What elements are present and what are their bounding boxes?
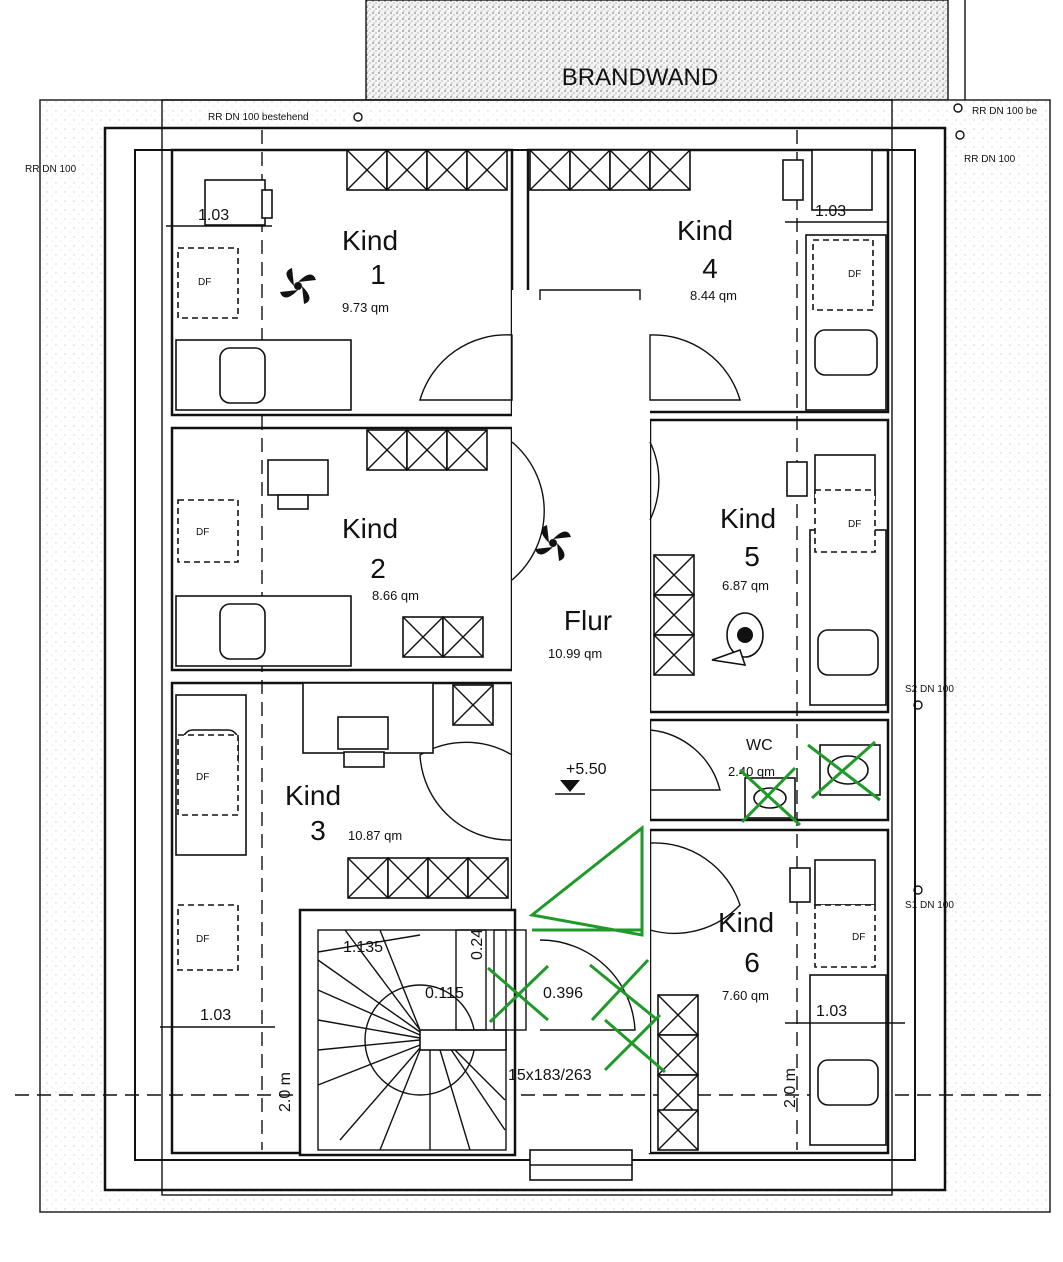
roof-windows: DF DF DF DF DF DF DF	[177, 239, 876, 971]
df-label-1: DF	[198, 277, 211, 288]
room-kind2-number: 2	[370, 553, 386, 584]
df-label-3: DF	[196, 772, 209, 783]
dim-height-left: 2.0 m	[277, 1072, 294, 1112]
dim-kind1-width: 1.03	[198, 207, 229, 224]
dim-024: 0.24	[469, 929, 486, 960]
room-kind5-number: 5	[744, 541, 760, 572]
ceiling-fan-icon	[535, 525, 571, 561]
dim-kind3-width: 1.03	[200, 1007, 231, 1024]
pipe-label-s1: S1 DN 100	[905, 900, 954, 911]
df-label-7: DF	[852, 932, 865, 943]
room-kind5-name: Kind	[720, 503, 776, 534]
pipe-label-rr-right-top: RR DN 100 be	[972, 106, 1037, 117]
dim-height-right: 2.0 m	[782, 1068, 799, 1108]
room-flur-area: 10.99 qm	[548, 646, 602, 661]
firewall: BRANDWAND	[365, 0, 949, 101]
room-kind4-area: 8.44 qm	[690, 288, 737, 303]
beds	[175, 234, 887, 1146]
stair-spec: 15x183/263	[508, 1067, 592, 1084]
firewall-label: BRANDWAND	[562, 64, 718, 91]
staircase	[298, 908, 636, 1181]
room-kind2-name: Kind	[342, 513, 398, 544]
room-kind4-number: 4	[702, 253, 718, 284]
roof-edge-line	[161, 99, 893, 1196]
dim-kind6-width: 1.03	[816, 1003, 847, 1020]
level-value: +5.50	[566, 761, 607, 778]
level-marker: +5.50	[555, 761, 607, 795]
pipe-label-s2: S2 DN 100	[905, 684, 954, 695]
df-label-4: DF	[196, 934, 209, 945]
room-kind1-name: Kind	[342, 225, 398, 256]
room-kind4-name: Kind	[677, 215, 733, 246]
df-label-6: DF	[848, 519, 861, 530]
room-kind3-area: 10.87 qm	[348, 828, 402, 843]
df-label-5: DF	[848, 269, 861, 280]
dim-0396: 0.396	[543, 985, 583, 1002]
pipe-label-rr-top: RR DN 100 bestehend	[208, 112, 309, 123]
door-arcs	[419, 289, 741, 935]
room-kind1-area: 9.73 qm	[342, 300, 389, 315]
room-kind3-name: Kind	[285, 780, 341, 811]
dim-kind4-width: 1.03	[815, 203, 846, 220]
ceiling-fan-icon	[280, 268, 316, 304]
room-kind3-number: 3	[310, 815, 326, 846]
room-kind1-number: 1	[370, 259, 386, 290]
pipe-label-rr-right: RR DN 100	[964, 154, 1016, 165]
room-wc-name: WC	[746, 737, 773, 754]
room-wc-area: 2.40 qm	[728, 764, 775, 779]
room-kind6-number: 6	[744, 947, 760, 978]
dim-0115: 0.115	[425, 985, 464, 1002]
markup-annotations	[487, 740, 881, 1074]
room-labels: Kind 1 9.73 qm Kind 2 8.66 qm Kind 3 10.…	[285, 215, 776, 1003]
dimensions: 1.03 1.03 1.03 1.03 2.0 m 2.0 m 1.135 0.…	[160, 203, 905, 1112]
room-kind2-area: 8.66 qm	[372, 588, 419, 603]
pipe-label-rr-left: RR DN 100	[25, 164, 77, 175]
room-flur-name: Flur	[564, 605, 612, 636]
room-kind6-name: Kind	[718, 907, 774, 938]
room-kind6-area: 7.60 qm	[722, 988, 769, 1003]
df-label-2: DF	[196, 527, 209, 538]
pipe-labels: RR DN 100 bestehend RR DN 100 RR DN 100 …	[25, 103, 1037, 911]
room-kind5-area: 6.87 qm	[722, 578, 769, 593]
dim-1135: 1.135	[343, 939, 383, 956]
